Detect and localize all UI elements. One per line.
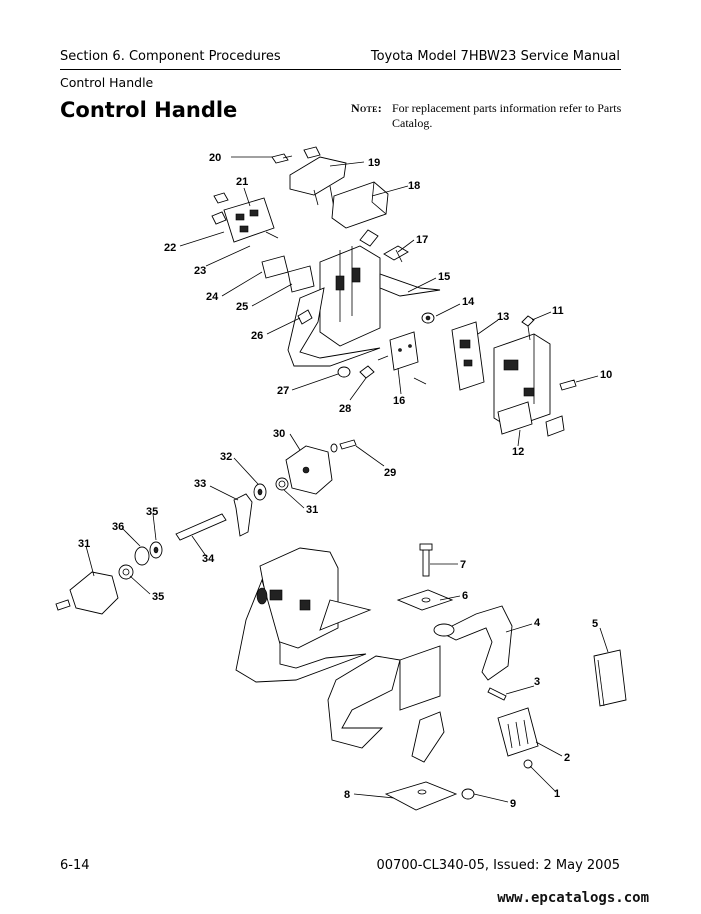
callout-12: 12 bbox=[512, 446, 524, 458]
part-19-cap bbox=[289, 146, 347, 209]
callout-23: 23 bbox=[194, 265, 206, 277]
callout-20: 20 bbox=[209, 152, 221, 164]
footer-doc-id: 00700-CL340-05, Issued: 2 May 2005 bbox=[376, 858, 620, 873]
lower-handle-assembly bbox=[235, 543, 627, 811]
callout-3: 3 bbox=[534, 676, 540, 688]
page-title: Control Handle bbox=[60, 98, 238, 122]
callout-6: 6 bbox=[462, 590, 468, 602]
part-9-nut bbox=[461, 788, 475, 800]
header-subsection: Control Handle bbox=[60, 75, 154, 90]
callout-14: 14 bbox=[462, 296, 475, 308]
part-8-base-plate bbox=[384, 781, 458, 811]
part-7-bolt bbox=[419, 543, 433, 577]
part-20-screw bbox=[271, 153, 293, 164]
callout-29: 29 bbox=[384, 467, 396, 479]
part-14-bushing bbox=[421, 312, 435, 324]
callout-8: 8 bbox=[344, 789, 350, 801]
part-34-shaft bbox=[175, 513, 227, 541]
middle-shaft-assembly bbox=[55, 439, 357, 615]
callout-33: 33 bbox=[194, 478, 206, 490]
part-16-plate bbox=[377, 331, 427, 385]
callout-2: 2 bbox=[564, 752, 570, 764]
part-35-gear-upper bbox=[149, 541, 163, 559]
callout-numbers: 1 2 3 4 5 6 7 8 9 10 11 12 13 14 15 16 1… bbox=[78, 152, 612, 810]
part-31-knob-left bbox=[55, 571, 119, 615]
callout-18: 18 bbox=[408, 180, 420, 192]
part-17-bracket bbox=[383, 245, 409, 263]
footer-page-number: 6-14 bbox=[60, 858, 90, 873]
callout-5: 5 bbox=[592, 618, 598, 630]
callout-30: 30 bbox=[273, 428, 285, 440]
part-30-knob-housing bbox=[285, 445, 333, 495]
callout-22: 22 bbox=[164, 242, 176, 254]
callout-28: 28 bbox=[339, 403, 351, 415]
callout-31-left: 31 bbox=[78, 538, 90, 550]
part-31-washer-right bbox=[275, 477, 289, 491]
callout-27: 27 bbox=[277, 385, 289, 397]
part-13-controller-board bbox=[451, 321, 485, 391]
part-36-gear bbox=[134, 546, 150, 566]
part-21-switch-block bbox=[211, 192, 279, 243]
part-2-vent-grille bbox=[497, 707, 539, 757]
callout-9: 9 bbox=[510, 798, 516, 810]
note-block: Note: For replacement parts information … bbox=[351, 101, 631, 131]
header-rule bbox=[60, 69, 621, 70]
part-24-25-circuit-board bbox=[261, 255, 315, 293]
watermark: www.epcatalogs.com bbox=[497, 890, 649, 906]
callout-15: 15 bbox=[438, 271, 450, 283]
part-29-screw bbox=[330, 439, 357, 453]
part-32-gear bbox=[253, 483, 267, 501]
handle-body-lower bbox=[235, 547, 372, 683]
header-section: Section 6. Component Procedures bbox=[60, 49, 281, 64]
callout-1: 1 bbox=[554, 788, 560, 800]
part-33-lever bbox=[233, 493, 253, 537]
callout-21: 21 bbox=[236, 176, 248, 188]
callout-leaders bbox=[85, 156, 609, 803]
part-35-washer-lower bbox=[118, 564, 134, 580]
callout-7: 7 bbox=[460, 559, 466, 571]
callout-19: 19 bbox=[368, 157, 380, 169]
part-15-handle-body bbox=[287, 229, 441, 367]
callout-31-right: 31 bbox=[306, 504, 318, 516]
upper-handle-assembly bbox=[211, 146, 577, 437]
callout-24: 24 bbox=[206, 291, 219, 303]
note-label: Note: bbox=[351, 101, 383, 115]
callout-32: 32 bbox=[220, 451, 232, 463]
part-6-bracket-plate bbox=[396, 589, 454, 611]
callout-13: 13 bbox=[497, 311, 509, 323]
part-18-cover bbox=[331, 181, 389, 229]
part-3-screw bbox=[487, 687, 507, 701]
header-manual-title: Toyota Model 7HBW23 Service Manual bbox=[370, 49, 620, 64]
callout-17: 17 bbox=[416, 234, 428, 246]
callout-35-upper: 35 bbox=[146, 506, 158, 518]
part-12-control-module bbox=[493, 333, 565, 437]
callout-16: 16 bbox=[393, 395, 405, 407]
part-11-10-screws bbox=[521, 315, 577, 391]
callout-11: 11 bbox=[552, 305, 564, 317]
callout-34: 34 bbox=[202, 553, 215, 565]
callout-4: 4 bbox=[534, 617, 541, 629]
callout-26: 26 bbox=[251, 330, 263, 342]
callout-36: 36 bbox=[112, 521, 124, 533]
part-4-grip-handle bbox=[327, 605, 513, 763]
callout-35-lower: 35 bbox=[152, 591, 164, 603]
part-5-cover-plate bbox=[593, 649, 627, 707]
callout-25: 25 bbox=[236, 301, 248, 313]
note-text: For replacement parts information refer … bbox=[392, 101, 622, 130]
part-26-27-28-fasteners bbox=[297, 309, 375, 379]
callout-10: 10 bbox=[600, 369, 612, 381]
